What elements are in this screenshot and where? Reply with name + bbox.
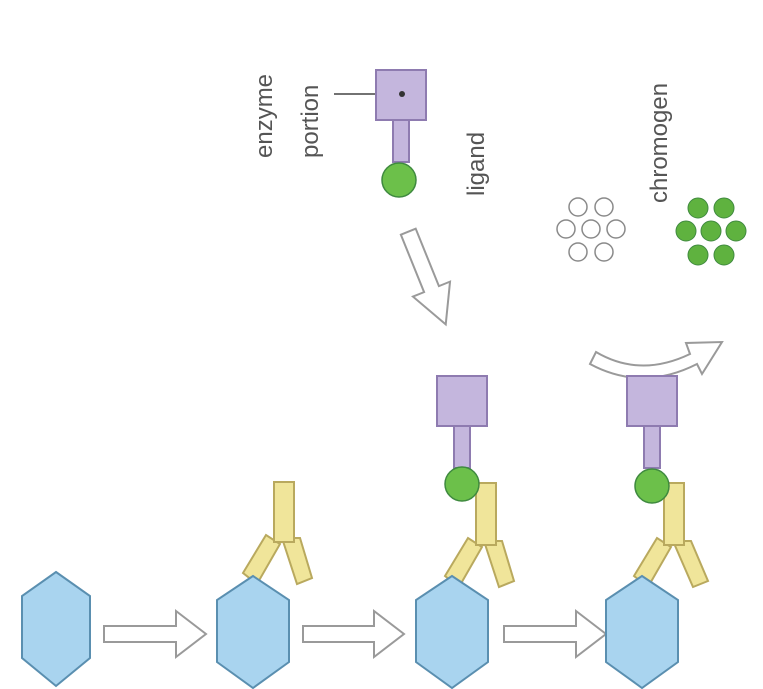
chromogen-empty-dot <box>568 197 588 217</box>
chromogen-colored-dot <box>700 220 722 242</box>
labels: enzyme portion ligand chromogen <box>251 74 673 203</box>
antigen-hexagon <box>605 574 679 689</box>
label-enzyme-portion-line1: enzyme <box>251 74 278 158</box>
antibody-right-arm <box>280 537 314 586</box>
antibody <box>632 482 710 589</box>
chromogen-empty-dot <box>568 242 588 262</box>
stage-3 <box>415 375 516 689</box>
chromogen-empty-dot <box>556 219 576 239</box>
enzyme-stem <box>643 425 661 469</box>
antibody-stem <box>475 482 497 546</box>
chromogen-colored-dot <box>675 220 697 242</box>
chromogen-uncolored <box>556 197 626 262</box>
down-arrow <box>399 227 452 327</box>
label-ligand: ligand <box>463 132 490 196</box>
antibody-stem <box>663 482 685 546</box>
chromogen-empty-dot <box>581 219 601 239</box>
chromogen-colored-dot <box>713 197 735 219</box>
chromogen-colored-dot <box>687 244 709 266</box>
chromogen-colored-dot <box>713 244 735 266</box>
antigen-hexagon <box>21 570 91 688</box>
label-chromogen: chromogen <box>646 83 673 203</box>
enzyme-square <box>626 375 678 427</box>
stage-4 <box>605 375 710 689</box>
chromogen-empty-dot <box>594 242 614 262</box>
stage-1 <box>21 570 91 688</box>
step-arrow-1 <box>103 608 208 660</box>
stage-2 <box>216 481 314 689</box>
curved-arrow <box>588 340 724 379</box>
down-arrow-shape <box>399 227 452 327</box>
ligand-circle <box>634 468 670 504</box>
curved-arrow-shape <box>588 340 724 379</box>
chromogen-empty-dot <box>606 219 626 239</box>
chromogen-colored <box>675 197 747 266</box>
chromogen-empty-dot <box>594 197 614 217</box>
enzyme-square <box>436 375 488 427</box>
ligand-circle <box>381 162 417 198</box>
antibody-stem <box>273 481 295 543</box>
label-enzyme-portion-line2: portion <box>297 85 324 158</box>
antibody-right-arm <box>671 540 710 589</box>
step-arrow-3 <box>503 608 608 660</box>
chromogen-colored-dot <box>687 197 709 219</box>
antigen-hexagon <box>415 574 489 689</box>
antibody <box>241 481 314 586</box>
antibody-right-arm <box>482 540 516 589</box>
free-conjugate <box>334 69 427 198</box>
ligand-circle <box>444 466 480 502</box>
step-arrow-2 <box>302 608 406 660</box>
antibody <box>443 482 516 589</box>
enzyme-stem <box>453 425 471 469</box>
enzyme-stem <box>392 119 410 163</box>
antigen-hexagon <box>216 574 290 689</box>
chromogen-colored-dot <box>725 220 747 242</box>
enzyme-pointer-dot <box>399 91 405 97</box>
